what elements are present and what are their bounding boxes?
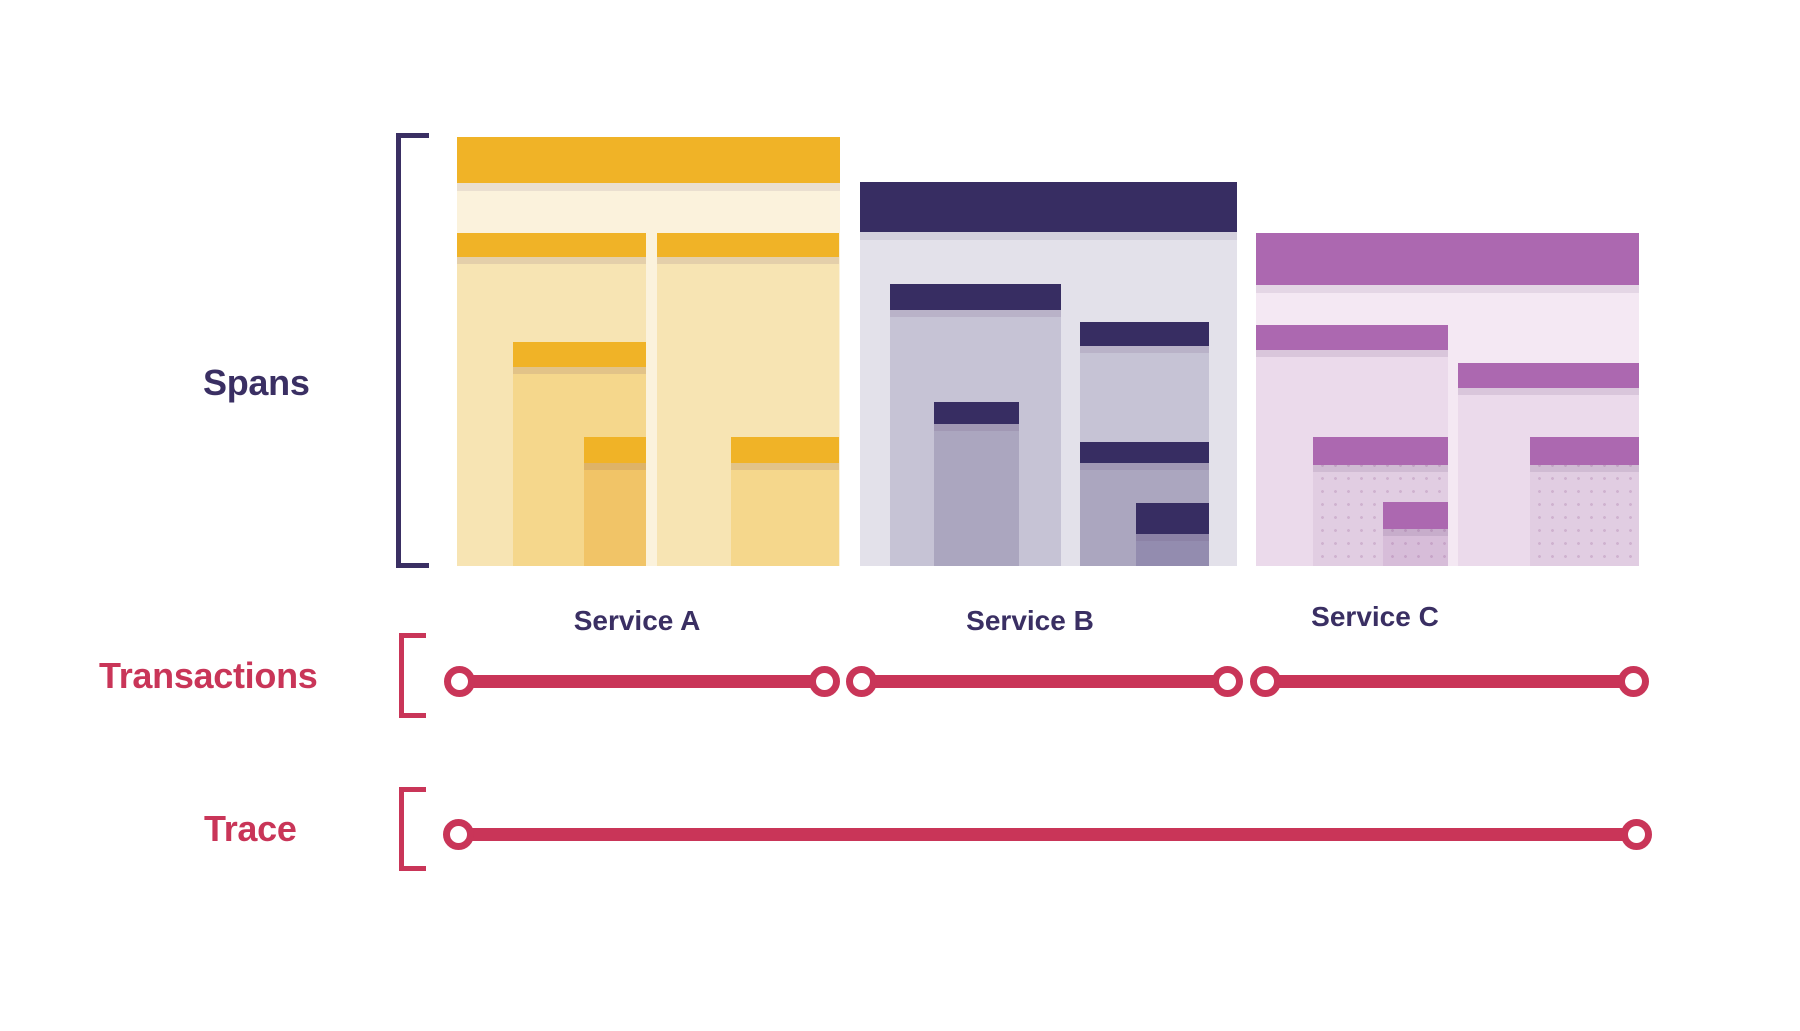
- service-b-root-span-bar: [860, 182, 1237, 232]
- span-bar: [457, 233, 646, 257]
- spans-label: Spans: [203, 362, 310, 403]
- span: [1383, 502, 1448, 566]
- span-bar: [513, 342, 646, 367]
- span-bar: [1530, 437, 1639, 465]
- transaction-endpoint-dot: [1618, 666, 1649, 697]
- span-bar: [1383, 502, 1448, 529]
- service-c-span-block: [1256, 233, 1639, 566]
- trace-label: Trace: [204, 808, 297, 849]
- transaction-endpoint-dot: [1212, 666, 1243, 697]
- span-bar: [657, 233, 839, 257]
- service-c-label: Service C: [1311, 601, 1439, 632]
- service-a-label: Service A: [573, 605, 701, 636]
- trace-bracket: [399, 787, 426, 871]
- transaction-line: [861, 675, 1227, 688]
- trace-endpoint-dot: [1621, 819, 1652, 850]
- service-b-label: Service B: [966, 605, 1094, 636]
- transaction-endpoint-dot: [846, 666, 877, 697]
- span: [934, 402, 1019, 566]
- transactions-label: Transactions: [99, 655, 318, 696]
- transaction-endpoint-dot: [444, 666, 475, 697]
- trace-endpoint-dot: [443, 819, 474, 850]
- span-bar: [890, 284, 1061, 310]
- trace-line: [458, 828, 1636, 841]
- transaction-endpoint-dot: [809, 666, 840, 697]
- span-bar: [1256, 325, 1448, 350]
- service-a-root-span-bar: [457, 137, 840, 183]
- transaction-line: [1265, 675, 1633, 688]
- span: [584, 437, 646, 566]
- span: [731, 437, 839, 566]
- span-bar: [731, 437, 839, 463]
- span-bar: [1458, 363, 1639, 388]
- span: [1136, 503, 1209, 566]
- transactions-bracket: [399, 633, 426, 718]
- span-bar: [1136, 503, 1209, 534]
- service-c-root-span-bar: [1256, 233, 1639, 285]
- span-bar: [1080, 442, 1209, 463]
- transaction-line: [459, 675, 824, 688]
- span-bar: [584, 437, 646, 463]
- span-bar: [1080, 322, 1209, 346]
- transaction-endpoint-dot: [1250, 666, 1281, 697]
- span-bar: [934, 402, 1019, 424]
- service-b-span-block: [860, 182, 1237, 566]
- service-a-span-block: [457, 137, 840, 566]
- span-bar: [1313, 437, 1448, 465]
- spans-bracket: [396, 133, 429, 568]
- span: [1530, 437, 1639, 566]
